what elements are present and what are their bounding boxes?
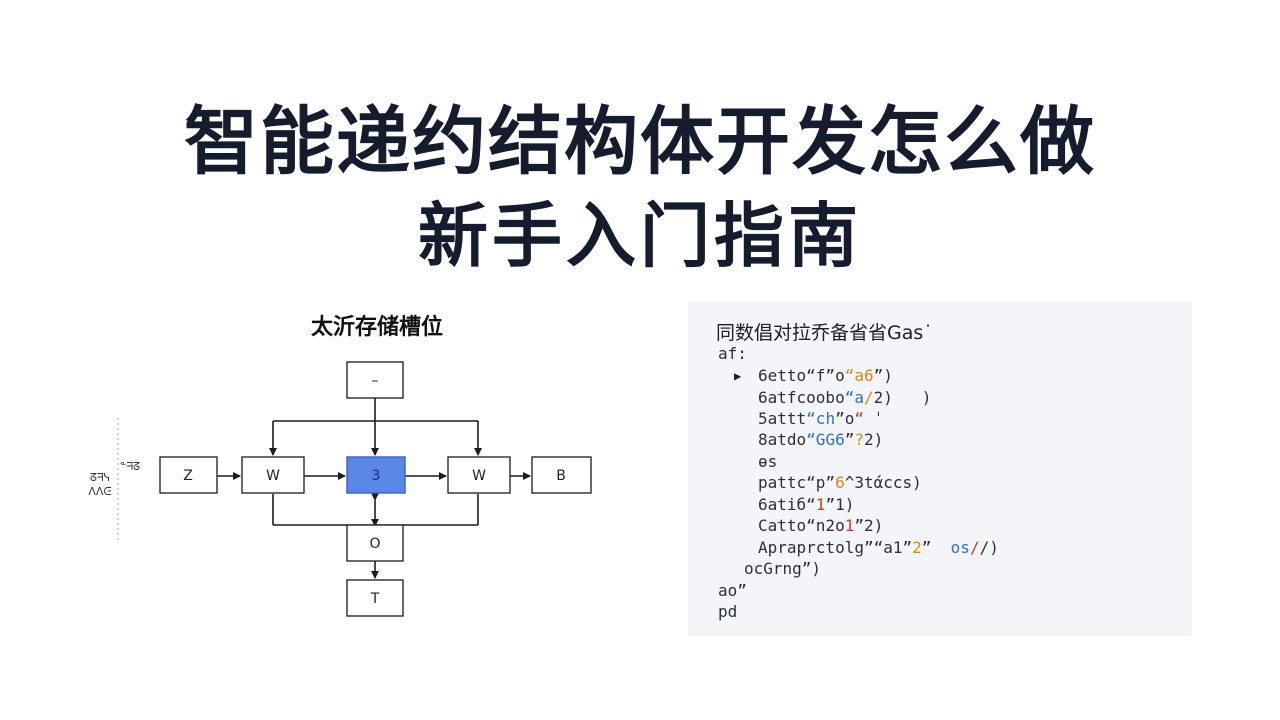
code-panel: 同数倡对拉乔备省省Gas˙ af:▶6etto“f”o“a6”)6atfcoob… [688,302,1192,636]
code-line: pd [718,602,737,621]
side-label-1: ᘔᖷᓭ [90,471,110,484]
node-left-mid [241,456,305,494]
code-token: / [863,388,874,407]
code-token: 5attt [758,409,807,428]
code-token: Catto“n2o [758,516,845,535]
code-token: ao” [718,581,747,600]
code-token: 6atiб“ [758,495,816,514]
code-token: 8atdo [758,430,807,449]
code-line: ocGrng”) [744,559,821,578]
node-top [346,361,404,399]
code-token: af: [718,344,747,363]
code-line: 5attt“ch”o“ ˈ [758,409,883,428]
watermark-block-left [1060,665,1070,700]
code-line: pattc“p”6^3tάccs) [758,473,922,492]
code-token: ѳs [758,452,778,471]
node-center [346,456,406,494]
code-line: af: [718,344,747,363]
code-token: 2 [912,538,922,557]
node-bottom-2-label: T [370,591,380,607]
main-title-line-2: 新手入门指南 [418,195,862,277]
code-token: “ch [806,409,836,428]
code-token: ”2) [854,516,884,535]
code-token: ”o [835,409,855,428]
node-center-label: 3 [372,468,381,484]
code-token: “GG6 [806,430,845,449]
node-right-mid-label: W [472,468,486,484]
code-token: 2) ) [873,388,932,407]
code-line: 8atdo“GG6”?2) [758,430,883,449]
diagram-title: 太沂存储槽位 [311,314,443,340]
code-token: 6 [835,473,845,492]
code-panel-header: 同数倡对拉乔备省省Gas˙ [716,322,933,344]
code-line: Catto“n2o1”2) [758,516,883,535]
node-left-mid-label: W [266,468,280,484]
code-token: “a6 [844,366,874,385]
play-marker-icon: ▶ [734,369,742,383]
code-token: 1 [844,516,855,535]
code-token: ocGrng”) [744,559,822,578]
code-token: ”1) [825,495,855,514]
node-right [531,456,592,494]
node-left-label: Z [183,468,193,484]
code-line: ao” [718,581,747,600]
code-token: os [950,538,970,557]
code-line: 6atfcoobo“a/2) ) [758,388,931,407]
code-token: 6atfcoobo [758,388,845,407]
side-label-2: ᐱᐱᕮ [88,485,111,498]
code-token: pd [718,602,738,621]
node-right-label: B [556,468,566,484]
code-token: /) [979,538,999,557]
code-token: 1 [815,495,826,514]
code-token: “a [844,388,864,407]
node-bottom-1-label: O [369,536,380,552]
node-bottom-2 [346,579,404,617]
code-token: ” [921,538,951,557]
code-line: ѳs [758,452,777,471]
code-token: “ [854,409,864,428]
code-token: ”) [873,366,893,385]
code-token: ” [844,430,855,449]
code-token: ^3tάccs) [844,473,922,492]
storage-slot-diagram: 太沂存储槽位 ᘔᖷᓭ ᐱᐱᕮ ᓐᖷᘔ [88,314,592,617]
code-token: pattc“p” [758,473,836,492]
code-token: 6etto“f”o [758,366,845,385]
node-left [159,456,218,494]
code-token: Apraprctolg”“a1” [758,538,913,557]
code-token: 2) [863,430,884,449]
code-line: ▶ 6etto“f”o“a6”) [734,366,893,385]
code-token: ˈ [863,409,884,428]
side-label-3: ᓐᖷᘔ [120,460,140,473]
code-token: / [969,538,980,557]
main-title-line-1: 智能递约结构体开发怎么做 [184,99,1096,185]
code-line: 6atiб“1”1) [758,495,854,514]
code-line: Apraprctolg”“a1”2” os//) [758,538,999,557]
node-right-mid [447,456,511,494]
node-bottom-1 [346,524,404,562]
watermark-block-right [1170,665,1180,700]
code-token: ? [854,430,864,449]
node-top-label: – [372,373,379,389]
